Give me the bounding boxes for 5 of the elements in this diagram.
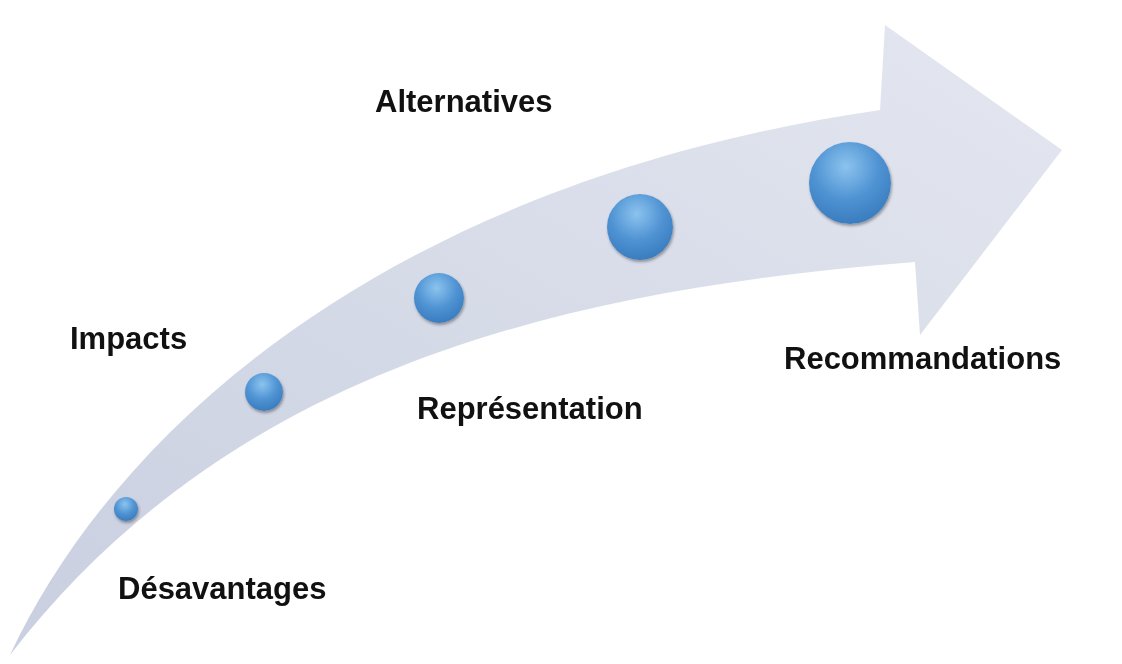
step-label: Alternatives (375, 83, 553, 121)
step-label: Désavantages (118, 570, 327, 608)
step-label: Impacts (70, 320, 188, 358)
step-label: Représentation (417, 390, 643, 428)
step-label: Recommandations (784, 340, 1062, 378)
